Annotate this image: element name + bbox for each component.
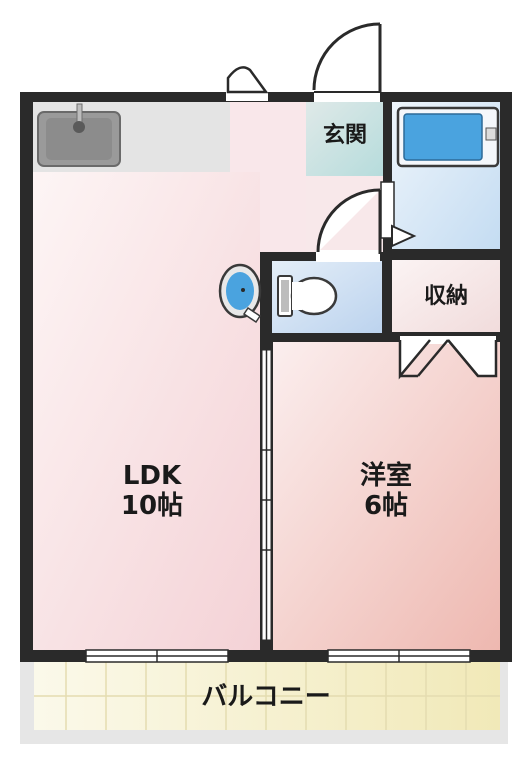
toilet-door-icon [316,188,382,262]
sliding-partition-icon [260,342,273,652]
western-size-label: 6帖 [364,491,408,521]
storage-floor [392,260,500,332]
entrance-label: 玄関 [323,122,367,148]
western-window-icon [327,649,471,663]
closet-door-icon [398,336,498,380]
wash-basin-icon [218,263,262,324]
ldk-name-label: LDK [123,461,182,491]
balcony-label: バルコニー [201,682,330,712]
storage-label: 収納 [424,283,468,309]
front-door-icon [312,22,382,102]
ldk-size-label: 10帖 [121,491,183,521]
western-room-floor [273,342,500,650]
toilet-wall-left [260,252,272,344]
toilet-wall-bottom [260,333,512,342]
kitchen-sink-icon [37,103,121,167]
bath-door-icon [380,181,417,248]
entrance-floor [306,102,383,176]
bath-wall-bottom [383,249,512,260]
bathtub-icon [396,106,500,168]
small-top-door-icon [226,66,269,101]
western-name-label: 洋室 [360,460,412,491]
ldk-window-icon [85,649,229,663]
toilet-icon [277,275,338,317]
balcony [20,660,508,744]
